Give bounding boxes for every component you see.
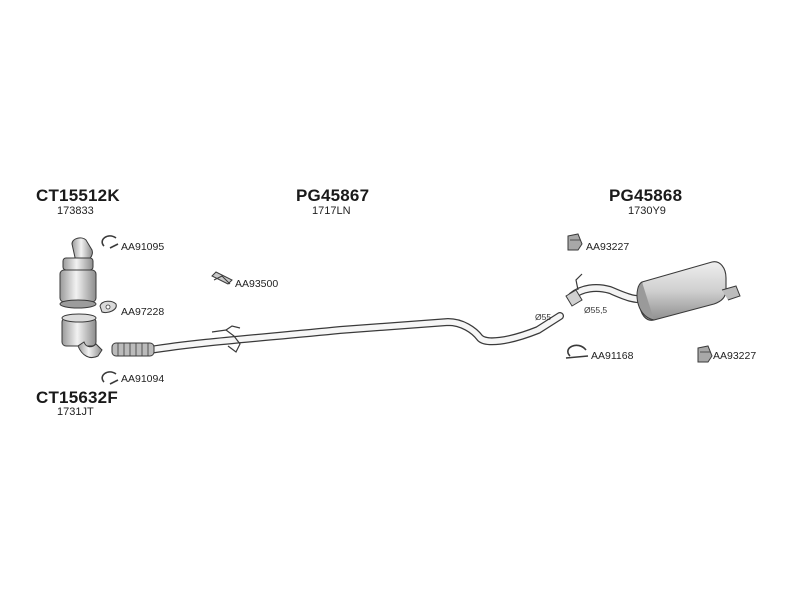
part-label-aa91094: AA91094 <box>121 373 165 385</box>
assembly-code-ct15632f: CT15632F <box>36 388 118 407</box>
clamp-rear-icon[interactable] <box>565 344 589 359</box>
gasket-icon[interactable] <box>99 300 117 313</box>
part-label-aa93227-top: AA93227 <box>586 241 630 253</box>
part-label-aa91095: AA91095 <box>121 241 165 253</box>
hanger-mid-icon[interactable] <box>211 271 233 285</box>
catalytic-converter[interactable] <box>59 237 97 309</box>
part-label-aa93500: AA93500 <box>235 278 279 290</box>
part-label-aa91168: AA91168 <box>591 350 634 362</box>
assembly-code-ct15512k: CT15512K <box>36 186 120 205</box>
part-label-aa97228: AA97228 <box>121 306 165 318</box>
middle-pipe[interactable] <box>111 312 564 357</box>
rear-muffler[interactable] <box>565 261 741 321</box>
rubber-mount-top-icon[interactable] <box>567 233 583 251</box>
diameter-front-label: Ø55 <box>535 312 552 322</box>
part-label-aa93227-bottom: AA93227 <box>713 350 757 362</box>
assembly-ref-1731jt: 1731JT <box>57 406 94 418</box>
assembly-code-pg45868: PG45868 <box>609 186 683 205</box>
assembly-ref-1717ln: 1717LN <box>312 205 351 217</box>
clamp-top-icon[interactable] <box>101 235 119 249</box>
rubber-mount-bottom-icon[interactable] <box>697 345 713 363</box>
assembly-ref-1730y9: 1730Y9 <box>628 205 666 217</box>
assembly-code-pg45867: PG45867 <box>296 186 370 205</box>
diameter-rear-label: Ø55,5 <box>584 305 608 315</box>
clamp-bottom-icon[interactable] <box>101 371 119 385</box>
particulate-filter[interactable] <box>61 313 103 359</box>
assembly-ref-173833: 173833 <box>57 205 94 217</box>
